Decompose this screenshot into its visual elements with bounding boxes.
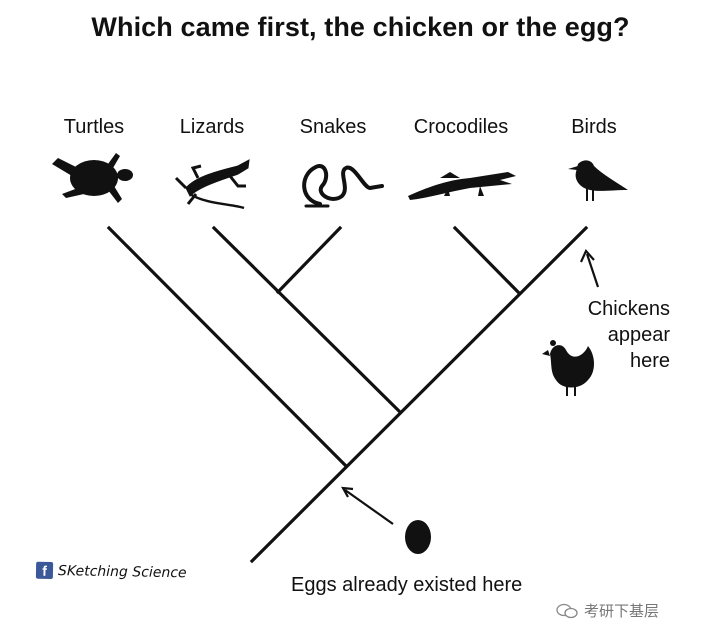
branch-lizards xyxy=(211,225,403,415)
chickens-annotation-line1: Chickens xyxy=(587,298,670,320)
label-turtles: Turtles xyxy=(63,116,125,138)
chickens-annotation: Chickens appear here xyxy=(560,296,670,374)
diagram-title: Which came first, the chicken or the egg… xyxy=(91,12,630,42)
chickens-annotation-line2: appear xyxy=(607,324,670,346)
label-crocodiles: Crocodiles xyxy=(413,116,509,138)
watermark: 考研下基层 xyxy=(556,600,659,621)
turtle-icon xyxy=(52,153,133,203)
watermark-text: 考研下基层 xyxy=(584,603,660,620)
label-lizards: Lizards xyxy=(179,116,245,138)
arrow-to-chickens xyxy=(579,249,600,288)
credit: f SKetching Science xyxy=(35,561,187,582)
branch-turtles xyxy=(106,225,349,469)
eggs-annotation: Eggs already existed here xyxy=(291,574,523,596)
bird-icon xyxy=(568,160,628,201)
chicken-icon xyxy=(542,340,594,396)
branch-birds xyxy=(249,225,589,564)
credit-text: SKetching Science xyxy=(57,562,187,581)
arrow-to-eggs xyxy=(341,486,394,525)
label-snakes: Snakes xyxy=(299,116,367,138)
lizard-icon xyxy=(174,159,250,210)
snake-icon xyxy=(302,164,384,208)
label-birds: Birds xyxy=(571,116,617,138)
facebook-icon: f xyxy=(35,561,54,579)
branch-crocodiles xyxy=(452,225,522,296)
branch-snakes xyxy=(275,225,343,295)
chickens-annotation-line3: here xyxy=(629,350,670,372)
egg-icon xyxy=(405,520,431,554)
crocodile-icon xyxy=(408,172,516,200)
chat-bubble-icon xyxy=(556,603,578,618)
